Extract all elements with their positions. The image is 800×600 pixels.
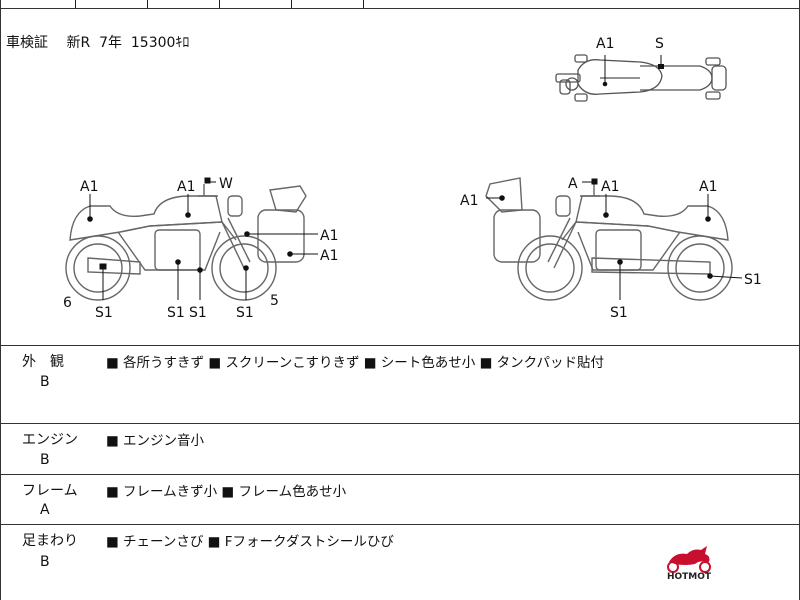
damage-diagram: A1 S A1 xyxy=(63,36,762,321)
top-view-motorcycle xyxy=(555,54,727,102)
header-cell xyxy=(291,0,364,8)
label-left-w: W xyxy=(219,176,233,192)
label-right-a1-screen: A1 xyxy=(460,193,478,209)
label-left-6: 6 xyxy=(63,295,72,311)
section-items: ■ 各所うすきず ■ スクリーンこすりきず ■ シート色あせ小 ■ タンクパッド… xyxy=(106,355,604,371)
section-grade: B xyxy=(40,452,50,468)
section-items: ■ チェーンさび ■ Fフォークダストシールひび xyxy=(106,534,394,550)
label-left-a1-tail: A1 xyxy=(80,179,98,195)
section-divider xyxy=(0,423,800,424)
left-side-motorcycle xyxy=(65,184,307,301)
section-label: 足まわり xyxy=(22,533,78,549)
right-side-markers xyxy=(486,178,743,300)
label-left-a1-tank: A1 xyxy=(177,179,195,195)
label-left-a1-fairing: A1 xyxy=(320,228,338,244)
header-strip xyxy=(0,0,800,8)
section-divider xyxy=(0,524,800,525)
label-right-s1-wheel: S1 xyxy=(744,272,762,288)
section-label: 外 観 xyxy=(22,354,64,370)
logo-text: HOTMOT xyxy=(667,572,712,582)
hotmot-logo: HOTMOT xyxy=(667,546,712,582)
section-label: フレーム xyxy=(22,483,78,499)
header-cell xyxy=(147,0,220,8)
left-side-markers xyxy=(87,177,318,300)
label-left-s1-engine: S1 xyxy=(167,305,185,321)
right-side-motorcycle xyxy=(485,177,733,301)
label-top-s: S xyxy=(655,36,664,52)
vehicle-certificate-text: 車検証 新R 7年 15300ｷﾛ xyxy=(6,35,190,51)
header-cell xyxy=(0,0,76,8)
section-label: エンジン xyxy=(22,432,78,448)
label-right-a1-tank: A1 xyxy=(601,179,619,195)
header-cell xyxy=(75,0,148,8)
label-top-a1: A1 xyxy=(596,36,614,52)
label-left-s1-frame: S1 xyxy=(189,305,207,321)
label-left-s1-exhaust: S1 xyxy=(95,305,113,321)
label-right-a1-tail: A1 xyxy=(699,179,717,195)
label-right-s1-engine: S1 xyxy=(610,305,628,321)
label-left-5: 5 xyxy=(270,293,279,309)
section-grade: B xyxy=(40,554,50,570)
section-grade: A xyxy=(40,502,50,518)
section-items: ■ フレームきず小 ■ フレーム色あせ小 xyxy=(106,484,347,500)
section-grade: B xyxy=(40,374,50,390)
header-cell xyxy=(219,0,292,8)
label-left-s1-wheel: S1 xyxy=(236,305,254,321)
section-divider xyxy=(0,474,800,475)
label-right-a: A xyxy=(568,176,578,192)
left-border xyxy=(0,0,1,600)
header-divider xyxy=(0,8,800,9)
top-view-markers xyxy=(602,55,664,87)
label-left-a1-fork: A1 xyxy=(320,248,338,264)
section-items: ■ エンジン音小 xyxy=(106,433,205,449)
section-divider xyxy=(0,345,800,346)
